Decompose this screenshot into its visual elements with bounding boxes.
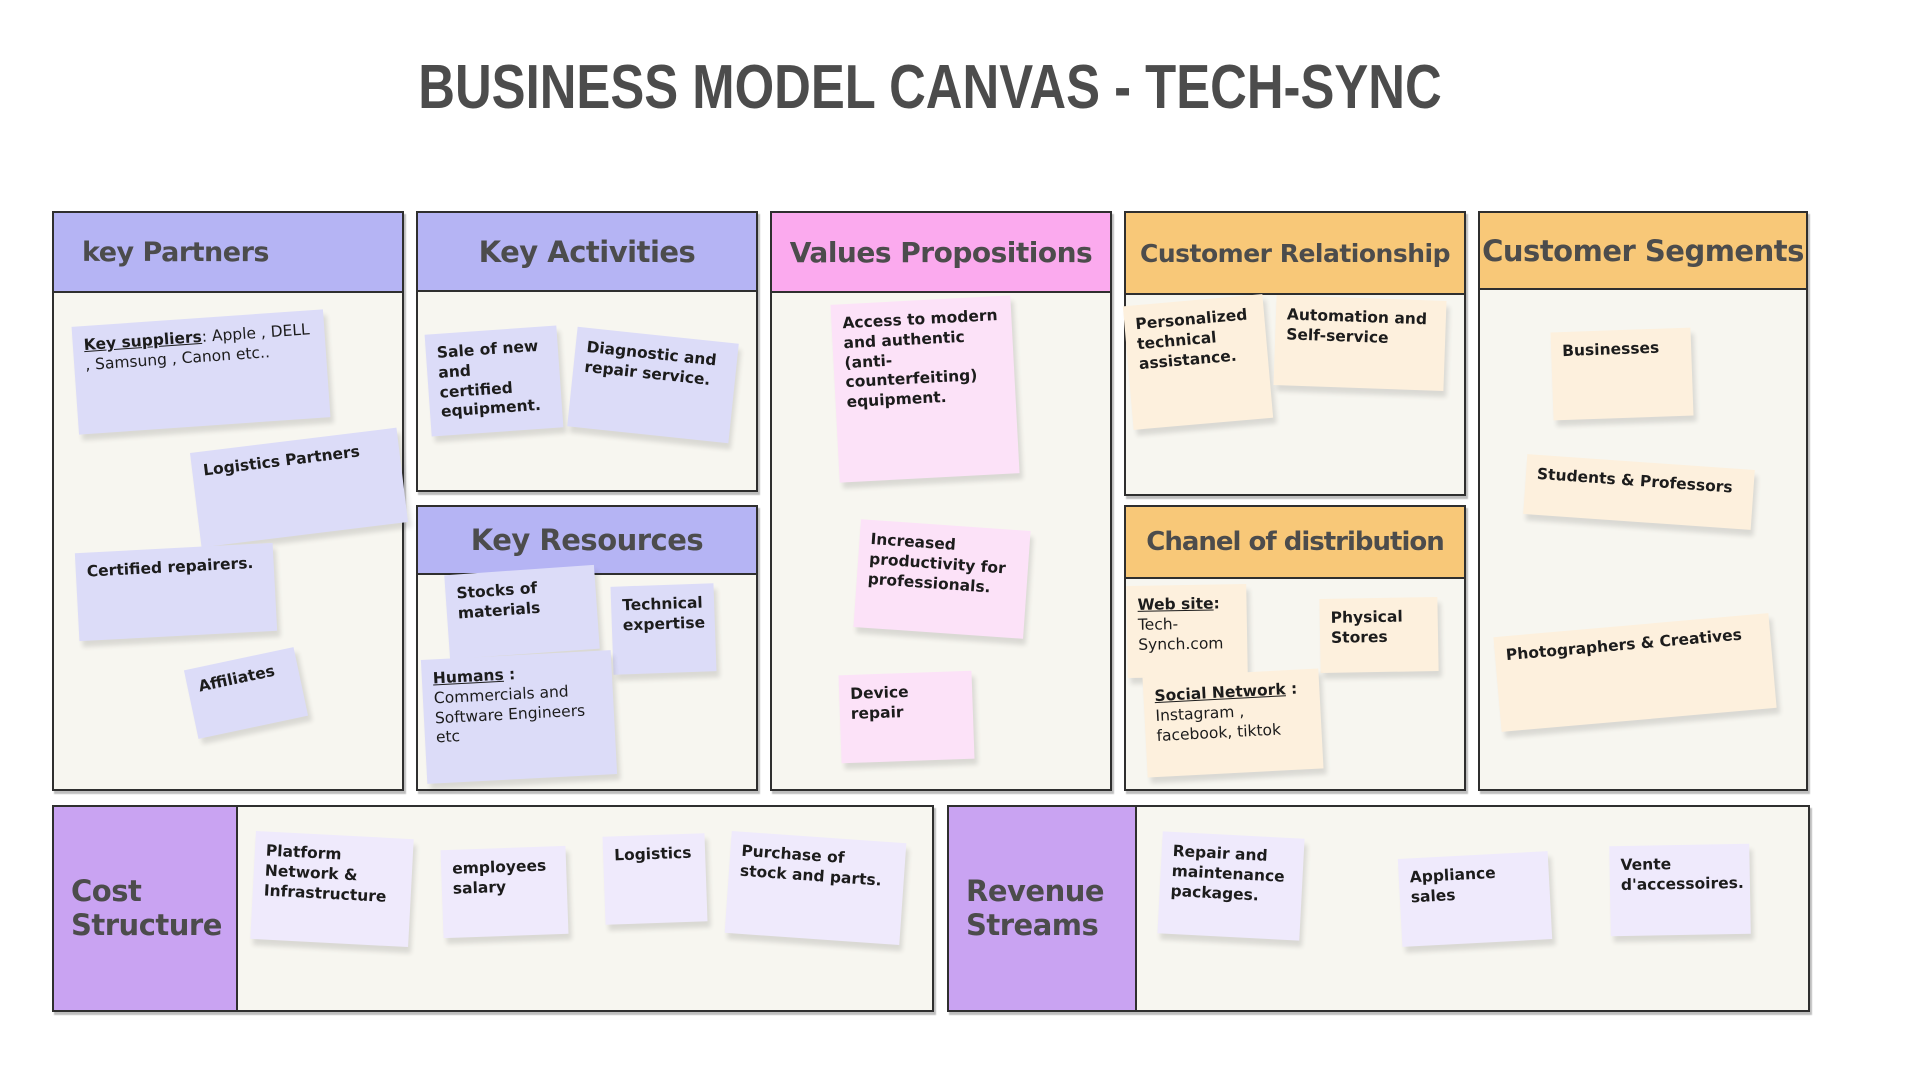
revenue-streams-label-block: Revenue Streams bbox=[949, 807, 1137, 1010]
revenue-streams-label: Revenue Streams bbox=[966, 874, 1105, 942]
note-personalized-assistance-text: Personalized technical assistance. bbox=[1134, 305, 1248, 373]
page-title: BUSINESS MODEL CANVAS - TECH-SYNC bbox=[418, 53, 1442, 122]
note-social-network-body: Instagram , facebook, tiktok bbox=[1155, 702, 1282, 745]
note-diagnostic-repair-text: Diagnostic and repair service. bbox=[583, 337, 718, 389]
note-physical-stores-text: Physical Stores bbox=[1330, 607, 1403, 647]
note-website-body: Tech-Synch.com bbox=[1137, 614, 1224, 654]
header-key-resources: Key Resources bbox=[418, 507, 756, 575]
panel-cost-structure: Cost Structure Platform Network & Infras… bbox=[52, 805, 934, 1012]
note-logistics-partners[interactable]: Logistics Partners bbox=[189, 427, 409, 548]
note-humans-body: Commercials and Software Engineers etc bbox=[433, 682, 586, 747]
panel-key-resources: Key Resources Stocks of materials Techni… bbox=[416, 505, 758, 791]
note-device-repair[interactable]: Device repair bbox=[838, 670, 975, 764]
note-photographers-creatives-text: Photographers & Creatives bbox=[1505, 625, 1743, 665]
header-values-propositions-label: Values Propositions bbox=[789, 235, 1093, 269]
note-students-professors-text: Students & Professors bbox=[1536, 464, 1734, 497]
panel-customer-segments: Customer Segments Businesses Students & … bbox=[1478, 211, 1808, 791]
note-platform-infrastructure[interactable]: Platform Network & Infrastructure bbox=[250, 830, 414, 948]
note-sale-equipment-text: Sale of new and certified equipment. bbox=[436, 336, 542, 422]
note-certified-repairers[interactable]: Certified repairers. bbox=[74, 542, 278, 642]
note-logistics-cost[interactable]: Logistics bbox=[602, 833, 708, 925]
panel-key-activities: Key Activities Sale of new and certified… bbox=[416, 211, 758, 492]
note-repair-packages-text: Repair and maintenance packages. bbox=[1170, 841, 1286, 905]
note-purchase-stock-text: Purchase of stock and parts. bbox=[739, 841, 883, 890]
note-device-repair-text: Device repair bbox=[849, 682, 909, 723]
header-customer-relationship: Customer Relationship bbox=[1126, 213, 1464, 295]
note-website[interactable]: Web site: Tech-Synch.com bbox=[1126, 583, 1248, 679]
header-channel-distribution: Chanel of distribution bbox=[1126, 507, 1464, 579]
note-businesses[interactable]: Businesses bbox=[1550, 327, 1694, 421]
header-customer-segments-label: Customer Segments bbox=[1482, 233, 1804, 268]
note-photographers-creatives[interactable]: Photographers & Creatives bbox=[1493, 613, 1777, 732]
note-purchase-stock[interactable]: Purchase of stock and parts. bbox=[724, 831, 907, 945]
note-access-equipment-text: Access to modern and authentic (anti-cou… bbox=[841, 306, 998, 412]
note-diagnostic-repair[interactable]: Diagnostic and repair service. bbox=[567, 326, 739, 444]
note-platform-infrastructure-text: Platform Network & Infrastructure bbox=[263, 841, 387, 906]
note-personalized-assistance[interactable]: Personalized technical assistance. bbox=[1122, 294, 1274, 430]
note-stocks-materials-text: Stocks of materials bbox=[455, 578, 541, 623]
cost-structure-label-block: Cost Structure bbox=[54, 807, 238, 1010]
header-key-activities: Key Activities bbox=[418, 213, 756, 292]
header-key-partners: key Partners bbox=[54, 213, 402, 293]
note-humans-lead: Humans bbox=[432, 665, 505, 688]
header-customer-relationship-label: Customer Relationship bbox=[1140, 238, 1450, 268]
note-vente-accessoires[interactable]: Vente d'accessoires. bbox=[1609, 843, 1751, 937]
header-key-partners-label: key Partners bbox=[82, 236, 269, 268]
note-key-suppliers[interactable]: Key suppliers: Apple , DELL , Samsung , … bbox=[71, 309, 331, 435]
header-channel-distribution-label: Chanel of distribution bbox=[1146, 527, 1444, 557]
note-certified-repairers-text: Certified repairers. bbox=[86, 553, 254, 581]
note-logistics-cost-text: Logistics bbox=[613, 843, 692, 865]
note-appliance-sales-text: Appliance sales bbox=[1409, 863, 1497, 907]
panel-customer-relationship: Customer Relationship Personalized techn… bbox=[1122, 211, 1466, 496]
cost-structure-label: Cost Structure bbox=[71, 874, 222, 942]
header-key-resources-label: Key Resources bbox=[470, 523, 704, 557]
note-employees-salary-text: employees salary bbox=[451, 856, 547, 898]
note-students-professors[interactable]: Students & Professors bbox=[1523, 454, 1755, 530]
note-appliance-sales[interactable]: Appliance sales bbox=[1397, 851, 1553, 947]
panel-key-partners: key Partners Key suppliers: Apple , DELL… bbox=[52, 211, 409, 791]
note-affiliates[interactable]: Affiliates bbox=[183, 647, 309, 739]
note-technical-expertise[interactable]: Technical expertise bbox=[610, 583, 717, 675]
note-sale-equipment[interactable]: Sale of new and certified equipment. bbox=[424, 325, 564, 437]
note-social-network[interactable]: Social Network : Instagram , facebook, t… bbox=[1142, 668, 1324, 778]
note-physical-stores[interactable]: Physical Stores bbox=[1319, 596, 1439, 674]
note-vente-accessoires-text: Vente d'accessoires. bbox=[1620, 855, 1744, 894]
note-website-colon: : bbox=[1213, 594, 1220, 613]
panel-revenue-streams: Revenue Streams Repair and maintenance p… bbox=[947, 805, 1810, 1012]
note-automation-selfservice[interactable]: Automation and Self-service bbox=[1273, 295, 1447, 391]
header-customer-segments: Customer Segments bbox=[1480, 213, 1806, 290]
note-employees-salary[interactable]: employees salary bbox=[440, 845, 569, 939]
note-repair-packages[interactable]: Repair and maintenance packages. bbox=[1157, 831, 1305, 941]
note-humans[interactable]: Humans : Commercials and Software Engine… bbox=[420, 650, 618, 784]
panel-channel-distribution: Chanel of distribution Web site: Tech-Sy… bbox=[1124, 505, 1466, 791]
note-businesses-text: Businesses bbox=[1561, 338, 1660, 361]
panel-values-propositions: Values Propositions Access to modern and… bbox=[770, 211, 1112, 791]
note-increased-productivity[interactable]: Increased productivity for professionals… bbox=[853, 519, 1031, 639]
note-technical-expertise-text: Technical expertise bbox=[621, 593, 706, 635]
note-access-equipment[interactable]: Access to modern and authentic (anti-cou… bbox=[830, 295, 1020, 483]
note-stocks-materials[interactable]: Stocks of materials bbox=[444, 564, 600, 660]
note-social-network-colon: : bbox=[1285, 679, 1298, 699]
header-key-activities-label: Key Activities bbox=[478, 234, 696, 269]
note-website-lead: Web site bbox=[1137, 594, 1214, 614]
note-affiliates-text: Affiliates bbox=[196, 661, 277, 696]
note-logistics-partners-text: Logistics Partners bbox=[202, 442, 361, 480]
note-increased-productivity-text: Increased productivity for professionals… bbox=[867, 529, 1007, 597]
header-values-propositions: Values Propositions bbox=[772, 213, 1110, 293]
note-automation-selfservice-text: Automation and Self-service bbox=[1285, 305, 1428, 347]
note-humans-colon: : bbox=[503, 665, 516, 684]
